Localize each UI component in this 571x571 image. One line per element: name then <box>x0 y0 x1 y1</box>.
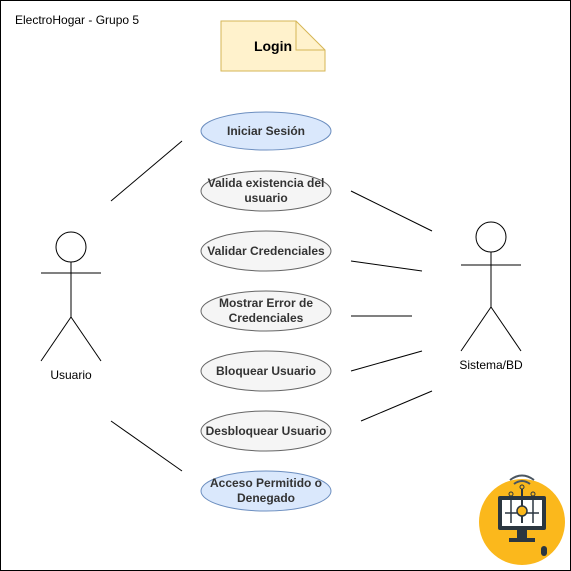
actor-sistema-label: Sistema/BD <box>459 358 523 372</box>
actor-usuario-figure[interactable] <box>40 231 102 362</box>
assoc-usuario-acceso <box>110 420 183 472</box>
usecase-label-iniciar-sesion: Iniciar Sesión <box>226 123 306 138</box>
assoc-sistema-desbloquear <box>360 390 433 422</box>
actor-usuario-label: Usuario <box>50 368 92 382</box>
usecase-valida-existencia[interactable] <box>200 170 332 212</box>
usecase-label-valida-existencia: Valida existencia del usuario <box>207 176 325 205</box>
association-lines <box>110 140 433 472</box>
computer-network-logo <box>479 474 565 565</box>
usecase-mostrar-error[interactable] <box>200 290 332 332</box>
usecase-validar-credenciales[interactable] <box>200 230 332 272</box>
diagram-title: ElectroHogar - Grupo 5 <box>15 13 140 27</box>
usecase-label-validar-credenciales: Validar Credenciales <box>207 243 325 258</box>
assoc-sistema-valida <box>350 190 433 232</box>
usecase-label-mostrar-error: Mostrar Error de Credenciales <box>218 296 314 325</box>
actor-sistema-figure[interactable] <box>460 221 522 352</box>
assoc-usuario-iniciar <box>110 140 183 202</box>
note-fold <box>295 21 325 51</box>
assoc-sistema-bloquear <box>350 350 423 372</box>
usecase-label-acceso: Acceso Permitido o Denegado <box>209 476 323 505</box>
usecase-iniciar-sesion[interactable] <box>200 111 332 151</box>
usecase-bloquear[interactable] <box>200 350 332 392</box>
usecase-desbloquear[interactable] <box>200 410 332 452</box>
usecase-label-desbloquear: Desbloquear Usuario <box>205 423 327 438</box>
note-label: Login <box>253 38 293 54</box>
usecase-label-bloquear: Bloquear Usuario <box>215 363 317 378</box>
note-shape[interactable] <box>220 20 326 72</box>
assoc-sistema-credenciales <box>350 260 423 272</box>
usecase-acceso[interactable] <box>200 470 332 512</box>
